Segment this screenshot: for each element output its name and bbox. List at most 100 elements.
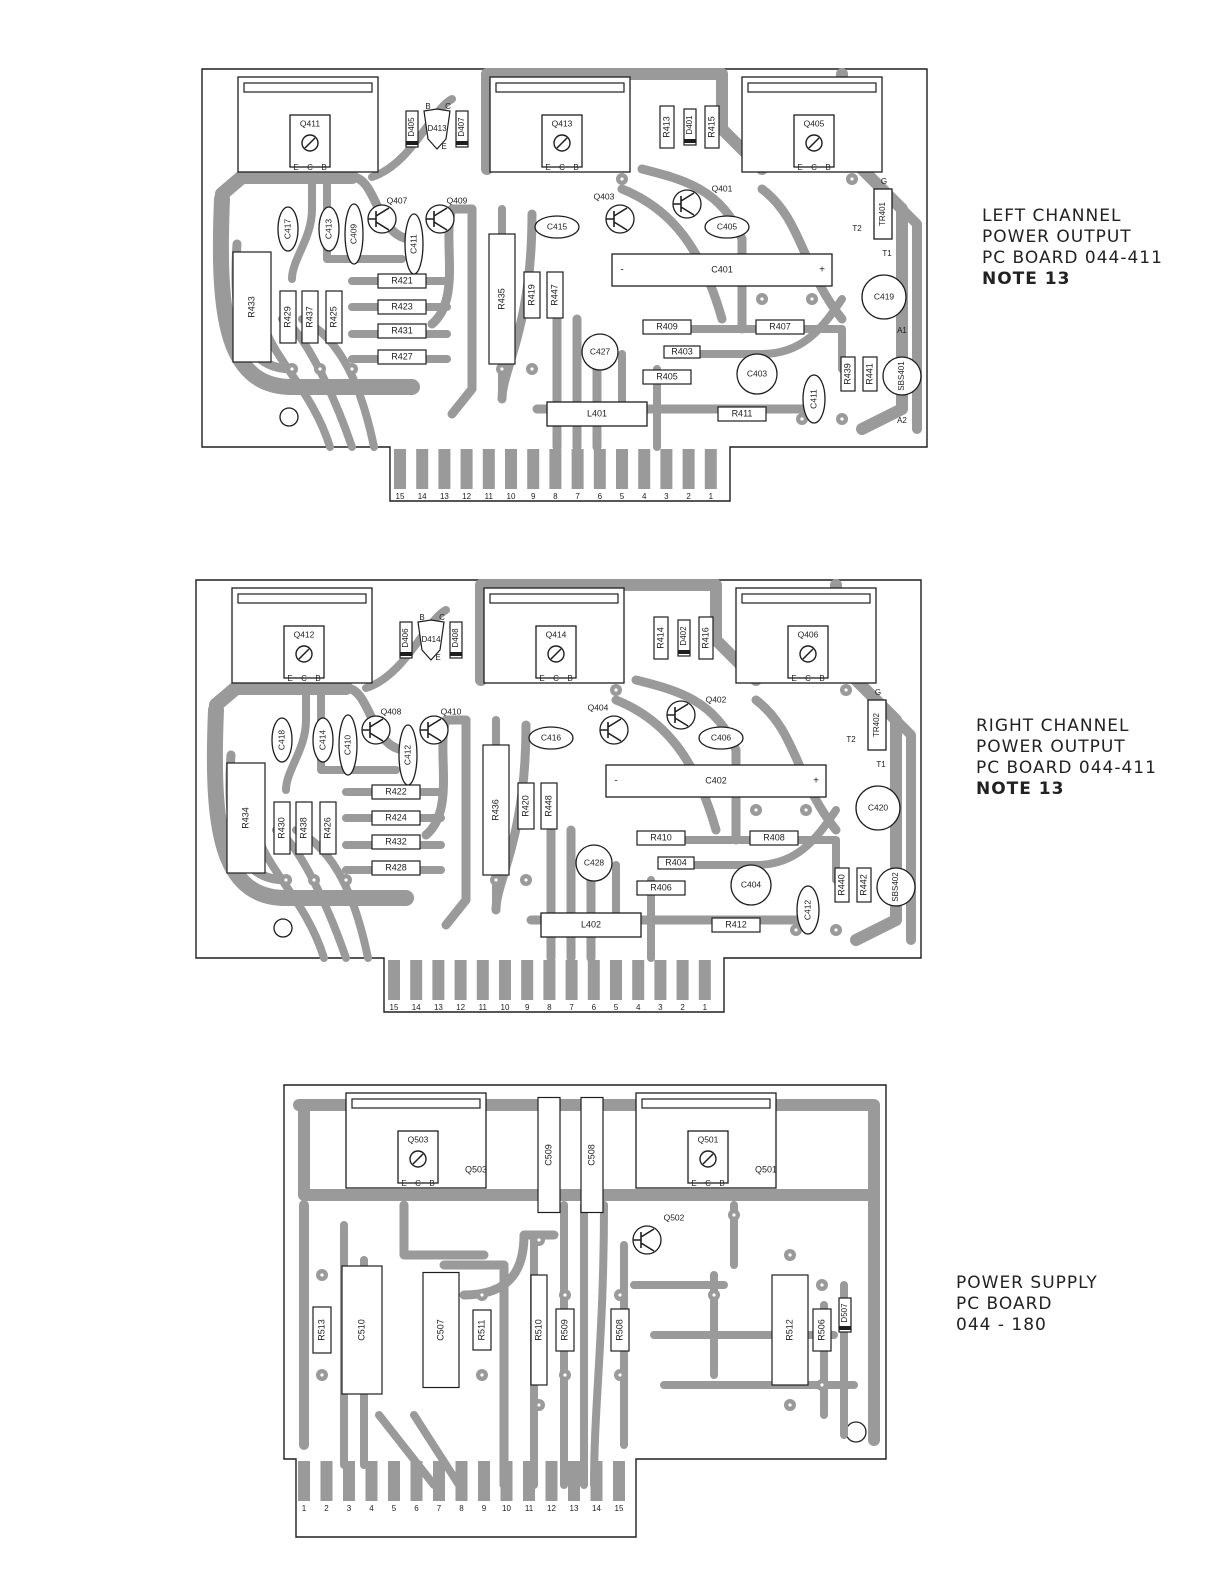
transistor-symbol	[600, 718, 622, 742]
capacitor-body	[528, 726, 574, 750]
pin-letter: E	[441, 142, 446, 151]
resistor-label: R411	[732, 408, 753, 418]
edge-connector-finger	[365, 1461, 378, 1501]
connector-pin-label: 12	[456, 1003, 465, 1012]
resistor-body	[523, 271, 541, 319]
connector-pin-label: 13	[440, 492, 449, 501]
capacitor-body	[855, 785, 901, 831]
capacitor: C412	[398, 724, 418, 786]
pad-hole	[563, 1293, 567, 1297]
pad-hole	[820, 1383, 824, 1387]
polarity-mark: +	[813, 776, 819, 787]
resistor-body	[319, 801, 337, 855]
pin-letter: G	[881, 177, 887, 186]
capacitor-label: C412	[402, 745, 412, 766]
transistor: Q410	[419, 706, 462, 745]
edge-connector-finger	[632, 960, 645, 1000]
diode-label: D407	[457, 117, 466, 137]
transistor: Q401	[672, 183, 733, 219]
connector-pin-label: 9	[482, 1504, 487, 1513]
transistor-label: Q413	[552, 118, 573, 128]
edge-connector-finger	[616, 449, 628, 489]
pad-hole	[844, 688, 848, 692]
capacitor: C414	[312, 717, 334, 763]
copper-trace	[678, 295, 846, 358]
resistor: R437	[301, 290, 319, 344]
resistor-label: R408	[763, 832, 785, 842]
connector-pin-label: 2	[686, 492, 691, 501]
diode-body	[683, 108, 697, 146]
capacitor-body	[796, 885, 820, 935]
resistor-label: R427	[391, 351, 413, 361]
capacitor: C427	[581, 333, 619, 371]
edge-connector-finger	[613, 1461, 625, 1501]
transistor-label: Q407	[387, 195, 408, 205]
resistor-body	[657, 856, 695, 870]
resistor-label: R404	[665, 857, 687, 867]
copper-trace	[399, 1200, 489, 1260]
resistor-label: R441	[864, 363, 874, 385]
resistor-label: R412	[725, 919, 747, 929]
resistor-label: R424	[385, 812, 407, 822]
resistor-body	[537, 1096, 561, 1214]
resistor: R509	[555, 1308, 575, 1352]
capacitor-label: C419	[874, 291, 895, 301]
resistor-body	[555, 1308, 575, 1352]
transistor: Q408	[361, 706, 402, 745]
resistor-label: R512	[784, 1319, 794, 1341]
connector-pin-label: 2	[680, 1003, 685, 1012]
resistor: R403	[663, 345, 701, 359]
capacitor-label: C417	[282, 219, 292, 240]
capacitor-body	[312, 717, 334, 763]
resistor-label: R426	[322, 817, 332, 839]
diode-band	[456, 141, 468, 145]
pad-hole	[500, 367, 504, 371]
resistor-body	[226, 762, 266, 874]
edge-connector-finger	[454, 960, 467, 1000]
copper-trace	[439, 1260, 509, 1490]
pad-hole	[318, 367, 322, 371]
pin-letter: B	[429, 1179, 434, 1188]
copper-trace	[617, 184, 727, 324]
resistor: R510	[530, 1274, 548, 1386]
screw-slot	[304, 137, 316, 149]
screw-slot	[702, 1153, 714, 1165]
capacitor: C420	[855, 785, 901, 831]
resistor: R415	[704, 105, 720, 149]
connector-pin-label: 4	[369, 1504, 374, 1513]
transistor-symbol	[420, 718, 442, 742]
copper-trace	[293, 1099, 880, 1446]
pin-letter: B	[419, 613, 424, 622]
edge-connector-finger	[499, 960, 511, 1000]
heatsink-fin	[489, 593, 619, 604]
pin-letter: T2	[852, 224, 862, 233]
capacitor-label: C405	[717, 221, 738, 231]
capacitor: C416	[528, 726, 574, 750]
resistor: R405	[642, 369, 692, 385]
resistor: R416	[698, 616, 714, 660]
diode-label: D402	[679, 626, 688, 646]
resistor: R448	[540, 782, 558, 830]
transistor: Q409	[425, 195, 468, 234]
edge-connector-finger	[593, 449, 606, 489]
pin-letter: E	[401, 1179, 406, 1188]
diode-label: D408	[451, 628, 460, 648]
edge-connector-finger	[500, 1461, 513, 1501]
resistor-label: R509	[559, 1319, 569, 1341]
edge-connector-finger	[682, 449, 695, 489]
screw-slot	[802, 648, 814, 660]
connector-pin-label: 13	[570, 1504, 579, 1513]
capacitor: C403	[736, 353, 778, 395]
resistor-body	[704, 105, 720, 149]
capacitor-label: C410	[342, 735, 352, 756]
polarity-mark: +	[819, 265, 825, 276]
resistor-body	[653, 616, 669, 660]
capacitor-label: C413	[323, 219, 333, 240]
transistor-label: Q502	[664, 1212, 685, 1222]
capacitor: C411	[404, 213, 424, 275]
resistor-body	[371, 860, 421, 876]
resistor-body	[301, 290, 319, 344]
pad-hole	[804, 808, 808, 812]
transistor-symbol	[667, 703, 689, 727]
pad-hole	[712, 1293, 716, 1297]
